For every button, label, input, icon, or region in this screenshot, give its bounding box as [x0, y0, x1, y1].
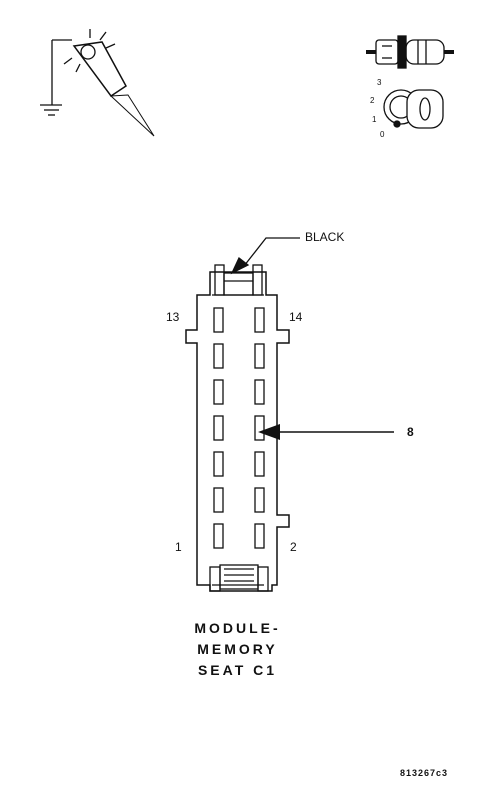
cavity-13 — [213, 307, 224, 333]
title-line-1: MODULE- — [194, 620, 281, 636]
cavity-1 — [213, 523, 224, 549]
cavity-14 — [254, 307, 265, 333]
connector-bottom-latch — [209, 564, 269, 592]
cavity-7 — [213, 415, 224, 441]
connector-icon — [366, 35, 454, 69]
key-position-2: 2 — [370, 96, 375, 105]
cavity-11 — [213, 343, 224, 369]
pin-pointer-arrow — [258, 424, 394, 440]
connector-title: MODULE- MEMORY SEAT C1 — [160, 618, 315, 681]
pin-number-label-1: 1 — [175, 540, 182, 554]
title-line-3: SEAT C1 — [197, 662, 278, 678]
color-callout-label: BLACK — [305, 230, 345, 244]
key-position-3: 3 — [377, 78, 382, 87]
cavity-9 — [213, 379, 224, 405]
pin-number-label-2: 2 — [290, 540, 297, 554]
cavity-5 — [213, 451, 224, 477]
cavity-6 — [254, 451, 265, 477]
cavity-2 — [254, 523, 265, 549]
pointer-pin-label: 8 — [407, 425, 414, 439]
cavity-10 — [254, 379, 265, 405]
color-callout-leader — [230, 237, 300, 275]
figure-id: 813267c3 — [400, 768, 449, 778]
cavity-12 — [254, 343, 265, 369]
cavity-4 — [254, 487, 265, 513]
title-line-2: MEMORY — [197, 641, 278, 657]
cavity-3 — [213, 487, 224, 513]
cavity-8 — [254, 415, 265, 441]
key-position-0: 0 — [380, 130, 385, 139]
test-light-probe-icon — [40, 29, 155, 137]
pin-number-label-14: 14 — [289, 310, 303, 324]
ignition-key-icon — [383, 89, 444, 129]
connector-top-latch — [214, 264, 263, 296]
pin-number-label-13: 13 — [166, 310, 180, 324]
pin-cavities — [213, 307, 265, 549]
key-position-1: 1 — [372, 115, 377, 124]
